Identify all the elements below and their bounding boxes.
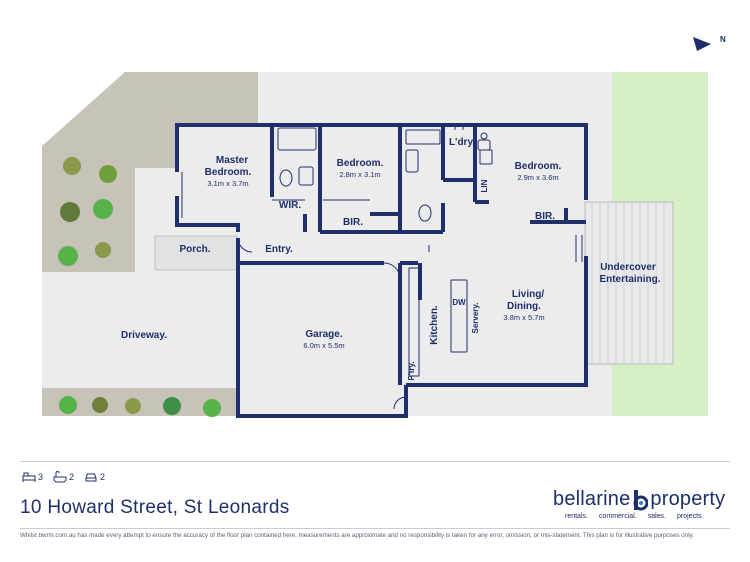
- dim-bedroom-3: 2.9m x 3.6m: [517, 173, 558, 182]
- porch-slab: [154, 235, 238, 271]
- brand-logo: bellarine property rentals. commercial. …: [553, 488, 726, 520]
- garden-bed: [42, 72, 258, 272]
- disclaimer: Whilst bwrm.com.au has made every attemp…: [20, 532, 694, 539]
- label-entertaining: Entertaining.: [599, 274, 660, 285]
- bed-icon: [22, 472, 36, 482]
- compass-label: N: [720, 35, 726, 44]
- north-arrow-icon: N: [693, 35, 726, 51]
- label-laundry: L'dry.: [449, 137, 475, 148]
- label-garage: Garage.: [305, 329, 342, 340]
- property-stats: 3 2 2: [22, 471, 105, 483]
- dim-bedroom-2: 2.8m x 3.1m: [339, 170, 380, 179]
- label-master-2: Bedroom.: [205, 167, 252, 178]
- label-porch: Porch.: [179, 244, 210, 255]
- label-dining: Dining.: [507, 301, 541, 312]
- label-pantry: P'try.: [407, 361, 416, 380]
- dim-living: 3.8m x 5.7m: [503, 313, 544, 322]
- brand-name-left: bellarine: [553, 488, 631, 510]
- divider-top: [20, 461, 730, 462]
- brand-mark-icon: [632, 489, 649, 511]
- label-servery: Servery.: [471, 303, 480, 334]
- brand-name: bellarine property: [553, 488, 726, 511]
- brand-tag-commercial: commercial.: [598, 513, 637, 520]
- divider-bottom: [20, 528, 730, 529]
- stat-cars: 2: [84, 471, 105, 483]
- dim-garage: 6.0m x 5.5m: [303, 341, 344, 350]
- car-icon: [85, 473, 97, 482]
- label-entry: Entry.: [265, 244, 293, 255]
- brand-name-right: property: [650, 488, 726, 510]
- site-paving: [42, 72, 612, 416]
- floor-plan: Master Bedroom. 3.1m x 3.7m Bedroom. 2.8…: [42, 35, 726, 418]
- label-bir-1: BIR.: [343, 217, 363, 228]
- stat-bedrooms-value: 3: [38, 472, 44, 482]
- label-wir: WIR.: [279, 200, 301, 211]
- dim-master: 3.1m x 3.7m: [207, 179, 248, 188]
- label-bir-2: BIR.: [535, 211, 555, 222]
- label-bedroom-3: Bedroom.: [515, 161, 562, 172]
- property-address: 10 Howard Street, St Leonards: [20, 497, 290, 518]
- plants: [58, 157, 221, 417]
- label-driveway: Driveway.: [121, 330, 167, 341]
- bath-icon: [53, 471, 67, 483]
- brand-tag-projects: projects.: [677, 513, 704, 520]
- label-dw: DW: [452, 298, 466, 307]
- stat-bathrooms: 2: [53, 471, 74, 483]
- label-undercover: Undercover: [600, 262, 656, 273]
- brand-tag-sales: sales.: [647, 513, 666, 520]
- label-linen: LIN: [480, 179, 489, 192]
- label-master: Master: [216, 155, 248, 166]
- brand-tags: rentals. commercial. sales. projects.: [565, 513, 723, 520]
- label-kitchen: Kitchen.: [429, 305, 440, 345]
- stat-bathrooms-value: 2: [69, 472, 75, 482]
- room-labels: Master Bedroom. 3.1m x 3.7m Bedroom. 2.8…: [121, 137, 661, 381]
- walls: [175, 123, 588, 418]
- brand-tag-rentals: rentals.: [565, 513, 588, 520]
- label-living: Living/: [512, 289, 544, 300]
- label-bedroom-2: Bedroom.: [337, 158, 384, 169]
- stat-bedrooms: 3: [22, 471, 43, 483]
- stat-cars-value: 2: [100, 472, 106, 482]
